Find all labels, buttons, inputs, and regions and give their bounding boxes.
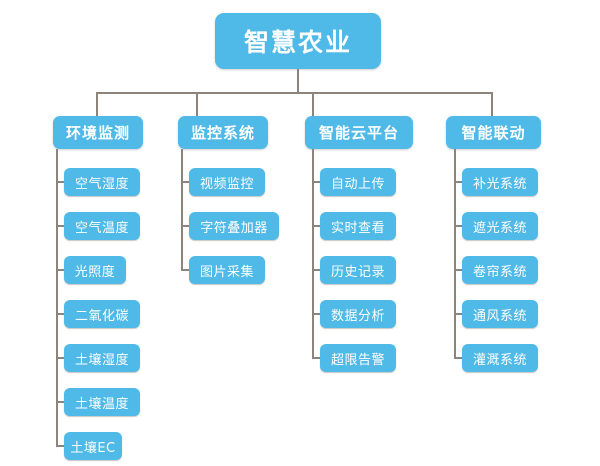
node-leaf[interactable]: 光照度 <box>64 256 126 284</box>
node-leaf-label: 图片采集 <box>199 264 254 280</box>
connector-elbow-3-2 <box>312 225 321 227</box>
connector-elbow-1-6 <box>56 401 65 403</box>
node-leaf-label: 空气湿度 <box>74 176 129 192</box>
node-leaf[interactable]: 通风系统 <box>462 300 538 328</box>
connector-elbow-1-1 <box>56 181 65 183</box>
node-leaf-label: 卷帘系统 <box>472 264 527 280</box>
node-leaf-label: 历史记录 <box>330 264 385 280</box>
node-leaf[interactable]: 图片采集 <box>189 256 265 284</box>
node-leaf-label: 光照度 <box>74 264 116 280</box>
node-leaf-label: 土壤湿度 <box>74 352 129 368</box>
connector-elbow-2-3 <box>181 269 190 271</box>
connector-drop-branch-3 <box>312 92 314 116</box>
node-branch-label: 环境监测 <box>65 124 130 142</box>
connector-elbow-4-5 <box>454 357 463 359</box>
connector-elbow-1-5 <box>56 357 65 359</box>
node-leaf[interactable]: 土壤EC <box>64 432 122 460</box>
node-branch-label: 智能联动 <box>461 124 526 142</box>
connector-elbow-4-1 <box>454 181 463 183</box>
node-leaf[interactable]: 数据分析 <box>320 300 396 328</box>
node-leaf[interactable]: 遮光系统 <box>462 212 538 240</box>
node-branch-environment-monitoring[interactable]: 环境监测 <box>53 116 143 149</box>
connector-elbow-4-2 <box>454 225 463 227</box>
node-leaf-label: 土壤温度 <box>74 396 129 412</box>
node-leaf[interactable]: 灌溉系统 <box>462 344 538 372</box>
node-branch-label: 智能云平台 <box>318 124 399 142</box>
connector-spine-branch-4 <box>454 149 456 357</box>
connector-elbow-1-7 <box>56 445 65 447</box>
node-leaf-label: 超限告警 <box>330 352 385 368</box>
connector-drop-branch-1 <box>96 92 98 116</box>
node-leaf[interactable]: 字符叠加器 <box>189 212 279 240</box>
node-leaf[interactable]: 二氧化碳 <box>64 300 140 328</box>
node-leaf-label: 数据分析 <box>330 308 385 324</box>
connector-elbow-3-4 <box>312 313 321 315</box>
node-leaf[interactable]: 补光系统 <box>462 168 538 196</box>
node-leaf-label: 遮光系统 <box>472 220 527 236</box>
connector-elbow-3-1 <box>312 181 321 183</box>
node-leaf-label: 补光系统 <box>472 176 527 192</box>
connector-elbow-1-4 <box>56 313 65 315</box>
connector-elbow-3-3 <box>312 269 321 271</box>
node-leaf-label: 通风系统 <box>472 308 527 324</box>
connector-elbow-4-3 <box>454 269 463 271</box>
node-branch-label: 监控系统 <box>190 124 255 142</box>
node-leaf-label: 土壤EC <box>70 440 116 456</box>
node-leaf-label: 自动上传 <box>330 176 385 192</box>
connector-spine-branch-3 <box>312 149 314 357</box>
node-leaf-label: 二氧化碳 <box>74 308 129 324</box>
node-leaf-label: 实时查看 <box>330 220 385 236</box>
connector-root-stem <box>297 69 299 93</box>
connector-spine-branch-1 <box>56 149 58 445</box>
node-leaf[interactable]: 超限告警 <box>320 344 396 372</box>
node-root[interactable]: 智慧农业 <box>215 13 381 69</box>
node-root-label: 智慧农业 <box>243 28 352 57</box>
connector-elbow-1-3 <box>56 269 65 271</box>
node-leaf[interactable]: 历史记录 <box>320 256 396 284</box>
connector-elbow-3-5 <box>312 357 321 359</box>
node-leaf-label: 空气温度 <box>74 220 129 236</box>
connector-drop-branch-2 <box>196 92 198 116</box>
connector-elbow-2-1 <box>181 181 190 183</box>
connector-elbow-4-4 <box>454 313 463 315</box>
node-branch-monitoring-system[interactable]: 监控系统 <box>178 116 268 149</box>
node-branch-smart-linkage[interactable]: 智能联动 <box>446 116 541 149</box>
connector-drop-branch-4 <box>491 92 493 116</box>
node-leaf-label: 灌溉系统 <box>472 352 527 368</box>
node-leaf[interactable]: 视频监控 <box>189 168 265 196</box>
connector-elbow-1-2 <box>56 225 65 227</box>
node-leaf-label: 视频监控 <box>199 176 254 192</box>
node-leaf[interactable]: 卷帘系统 <box>462 256 538 284</box>
node-branch-cloud-platform[interactable]: 智能云平台 <box>305 116 413 149</box>
node-leaf[interactable]: 空气湿度 <box>64 168 140 196</box>
connector-elbow-2-2 <box>181 225 190 227</box>
connector-spine-branch-2 <box>181 149 183 269</box>
node-leaf-label: 字符叠加器 <box>200 220 268 236</box>
connector-trunk <box>97 92 493 94</box>
node-leaf[interactable]: 空气温度 <box>64 212 140 240</box>
node-leaf[interactable]: 自动上传 <box>320 168 396 196</box>
node-leaf[interactable]: 实时查看 <box>320 212 396 240</box>
node-leaf[interactable]: 土壤温度 <box>64 388 140 416</box>
node-leaf[interactable]: 土壤湿度 <box>64 344 140 372</box>
